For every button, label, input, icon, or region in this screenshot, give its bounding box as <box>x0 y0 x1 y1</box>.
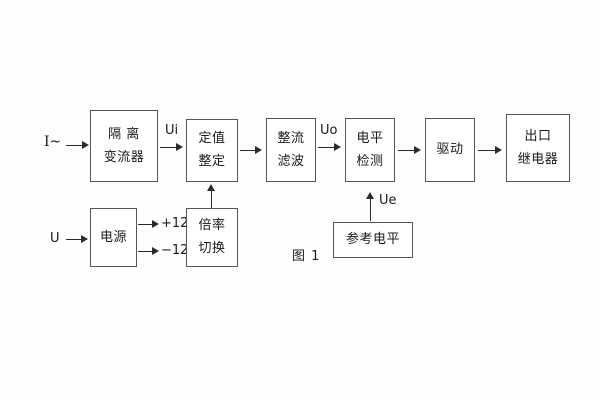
block-level-detect-line1: 电平 <box>356 130 384 146</box>
arrowhead-power-neg12v <box>152 246 159 255</box>
block-setting-line1: 定值 <box>198 131 226 147</box>
connector-reference-to-level <box>370 198 371 221</box>
connector-rectify-to-level <box>318 147 337 148</box>
arrowhead-level-to-drive <box>414 145 421 154</box>
block-power-supply[interactable]: 电源 <box>90 208 137 267</box>
signal-label-uo: Uo <box>320 123 338 138</box>
connector-setting-to-rectify <box>240 150 258 151</box>
block-ratio-switch-line2: 切换 <box>198 241 226 256</box>
block-output-relay[interactable]: 出口 继电器 <box>506 114 570 182</box>
arrowhead-reference-to-level <box>366 192 374 199</box>
arrowhead-drive-to-relay <box>495 145 502 154</box>
block-isolation-ct-line2: 变流器 <box>103 149 145 165</box>
connector-power-neg12v <box>138 251 155 252</box>
block-output-relay-line1: 出口 <box>524 128 552 144</box>
connector-power-pos12v <box>138 224 155 225</box>
block-drive[interactable]: 驱动 <box>425 118 475 182</box>
block-reference-level-line1: 参考电平 <box>345 232 400 248</box>
block-reference-level[interactable]: 参考电平 <box>333 222 413 258</box>
connector-level-to-drive <box>398 150 418 151</box>
signal-label-ue: Ue <box>379 193 397 208</box>
arrowhead-input-to-power <box>81 234 88 243</box>
arrowhead-power-pos12v <box>152 219 159 228</box>
block-setting-line2: 整定 <box>198 154 226 169</box>
block-rectify-filter-line2: 滤波 <box>277 153 305 169</box>
block-power-supply-line1: 电源 <box>99 229 127 245</box>
signal-label-ui: Ui <box>165 123 179 138</box>
block-level-detect[interactable]: 电平 检测 <box>345 118 395 182</box>
block-drive-line1: 驱动 <box>436 142 464 158</box>
block-isolation-ct[interactable]: 隔 离 变流器 <box>90 110 158 182</box>
block-setting[interactable]: 定值 整定 <box>186 119 238 182</box>
arrowhead-input-to-isolation <box>82 140 89 149</box>
connector-input-to-power <box>66 239 84 240</box>
block-rectify-filter[interactable]: 整流 滤波 <box>266 118 316 182</box>
block-isolation-ct-line1: 隔 离 <box>108 126 140 142</box>
block-rectify-filter-line1: 整流 <box>277 130 305 146</box>
block-ratio-switch-line1: 倍率 <box>198 218 226 234</box>
connector-drive-to-relay <box>478 150 499 151</box>
connector-ratio-to-setting <box>211 190 212 208</box>
arrowhead-rectify-to-level <box>334 142 341 151</box>
block-level-detect-line2: 检测 <box>356 153 384 169</box>
connector-input-to-isolation <box>66 145 86 146</box>
connector-isolation-to-setting <box>160 147 179 148</box>
block-ratio-switch[interactable]: 倍率 切换 <box>186 208 238 267</box>
figure-caption: 图 1 <box>292 249 321 264</box>
arrowhead-ratio-to-setting <box>207 184 215 191</box>
arrowhead-isolation-to-setting <box>176 142 183 151</box>
arrowhead-setting-to-rectify <box>255 145 262 154</box>
input-voltage-label: U <box>50 231 60 246</box>
input-current-label: I~ <box>44 134 62 150</box>
block-output-relay-line2: 继电器 <box>517 151 559 167</box>
